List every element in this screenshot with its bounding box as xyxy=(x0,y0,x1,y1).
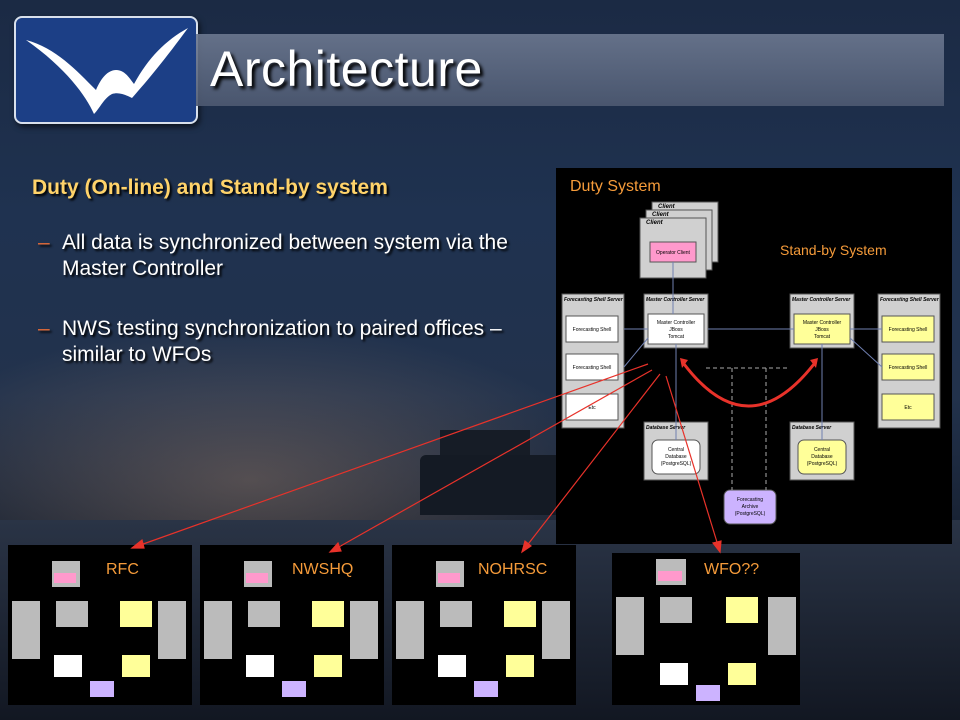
db-line: (PostgreSQL) xyxy=(661,461,692,467)
mc-server-title: Master Controller Server xyxy=(646,297,705,303)
mc-line: JBoss xyxy=(669,327,683,333)
archive-line: Archive xyxy=(742,504,759,510)
forecasting-shell-box xyxy=(881,315,935,343)
forecasting-archive-icon xyxy=(723,489,777,525)
title-bar xyxy=(196,34,944,106)
bullet-text: All data is synchronized between system … xyxy=(62,231,508,280)
dashed-lines xyxy=(706,367,790,490)
archive-line: Forecasting xyxy=(737,497,763,503)
db-line: (PostgreSQL) xyxy=(807,461,838,467)
mc-line: Master Controller xyxy=(803,320,842,326)
etc-box xyxy=(881,393,935,421)
etc-label: Etc xyxy=(904,405,912,411)
etc-label: Etc xyxy=(588,405,596,411)
mc-server-title: Master Controller Server xyxy=(792,297,851,303)
client-title: Client xyxy=(658,204,676,210)
bullet-dash: – xyxy=(38,317,50,340)
mini-diagram xyxy=(204,561,378,697)
fs-server-title: Forecasting Shell Server xyxy=(564,297,624,303)
archive-line: (PostgreSQL) xyxy=(735,511,766,517)
bullet-item: – All data is synchronized between syste… xyxy=(38,230,518,282)
operator-client-label: Operator Client xyxy=(656,250,691,256)
mc-line: Master Controller xyxy=(657,320,696,326)
db-line: Central xyxy=(668,447,684,453)
mc-line: Tomcat xyxy=(668,334,685,340)
db-line: Database xyxy=(811,454,833,460)
client-title: Client xyxy=(652,212,670,218)
db-line: Database xyxy=(665,454,687,460)
connector-lines xyxy=(623,262,883,440)
section-heading: Duty (On-line) and Stand-by system xyxy=(32,176,388,199)
noaa-logo xyxy=(14,16,198,124)
mc-line: Tomcat xyxy=(814,334,831,340)
office-label: NWSHQ xyxy=(292,561,354,578)
forecasting-shell-label: Forecasting Shell xyxy=(573,327,612,333)
page-title: Architecture xyxy=(210,41,483,97)
forecasting-shell-label: Forecasting Shell xyxy=(889,365,928,371)
office-label: NOHRSC xyxy=(478,561,548,578)
architecture-diagram: Client Client Client Operator Client For… xyxy=(556,168,952,544)
db-server-title: Database Server xyxy=(792,425,832,431)
sync-arrowhead-icon xyxy=(680,358,688,368)
office-thumbnail-rfc: RFC xyxy=(8,545,192,705)
seagull-logo-icon xyxy=(26,28,188,114)
fs-server-title: Forecasting Shell Server xyxy=(880,297,940,303)
office-label: WFO?? xyxy=(704,561,760,578)
sync-arrowhead-icon xyxy=(810,358,818,368)
office-thumbnail-wfo: WFO?? xyxy=(612,553,800,705)
client-title: Client xyxy=(646,220,664,226)
mc-line: JBoss xyxy=(815,327,829,333)
db-server-title: Database Server xyxy=(646,425,686,431)
bullet-text: NWS testing synchronization to paired of… xyxy=(62,317,502,366)
bullet-dash: – xyxy=(38,231,50,254)
forecasting-shell-label: Forecasting Shell xyxy=(573,365,612,371)
forecasting-shell-label: Forecasting Shell xyxy=(889,327,928,333)
office-thumbnail-nohrsc: NOHRSC xyxy=(392,545,576,705)
forecasting-shell-box xyxy=(881,353,935,381)
standby-system-label: Stand-by System xyxy=(780,242,887,258)
db-line: Central xyxy=(814,447,830,453)
bullet-item: – NWS testing synchronization to paired … xyxy=(38,316,518,368)
office-thumbnail-nwshq: NWSHQ xyxy=(200,545,384,705)
forecasting-shell-box xyxy=(565,315,619,343)
mini-diagram xyxy=(616,559,796,701)
mini-diagram xyxy=(396,561,570,697)
office-label: RFC xyxy=(106,561,139,578)
sync-arc xyxy=(682,363,816,408)
architecture-diagram-svg: Client Client Client Operator Client For… xyxy=(561,201,941,525)
duty-system-label: Duty System xyxy=(570,178,661,195)
master-controller-box xyxy=(647,313,705,345)
mini-diagram xyxy=(12,561,186,697)
